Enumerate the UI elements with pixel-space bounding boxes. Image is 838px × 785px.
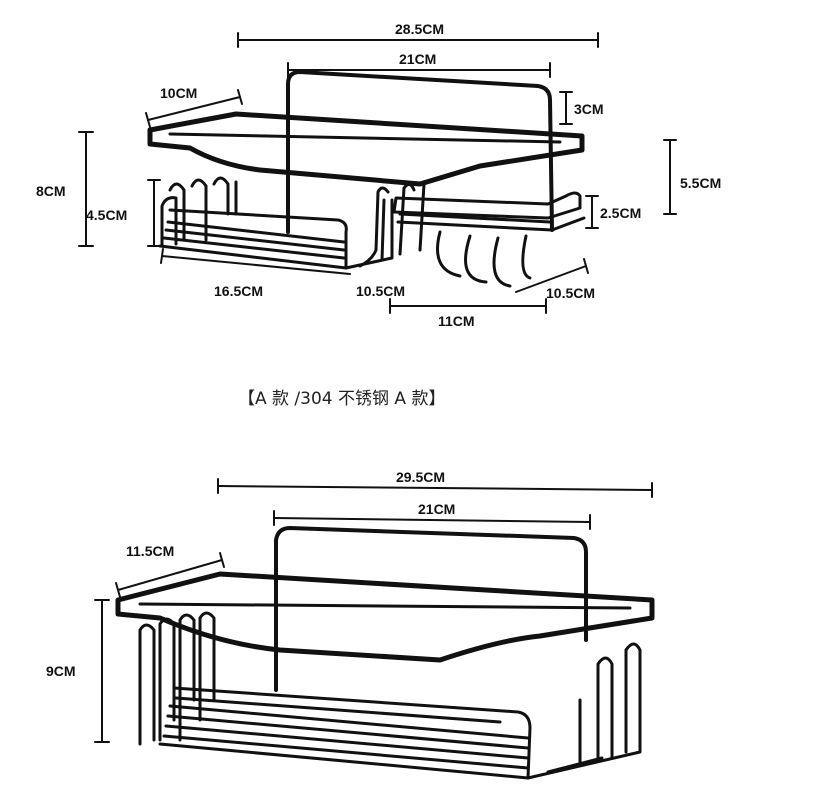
product-a-top-frame bbox=[147, 111, 585, 187]
dim-a-soap-depth: 10.5CM bbox=[546, 285, 595, 301]
product-b-back-bracket bbox=[274, 526, 588, 692]
product-b-top-frame bbox=[115, 571, 655, 663]
dim-a-basket-length: 16.5CM bbox=[214, 283, 263, 299]
product-a-drawing bbox=[78, 32, 677, 314]
product-a-dimension-lines bbox=[78, 32, 677, 314]
dim-b-total-width: 29.5CM bbox=[396, 469, 445, 485]
product-a-soap-dish bbox=[392, 191, 586, 288]
dim-a-back-height: 3CM bbox=[574, 101, 604, 117]
product-b-dimension-lines bbox=[94, 478, 653, 743]
dim-a-soap-height: 2.5CM bbox=[600, 205, 641, 221]
dim-a-soap-length: 11CM bbox=[438, 313, 475, 329]
product-a-dimension-labels: 28.5CM 21CM 10CM 3CM 8CM 4.5CM 5.5CM 2.5… bbox=[36, 21, 721, 329]
product-b-basket bbox=[138, 611, 642, 780]
dim-a-back-width: 21CM bbox=[399, 51, 436, 67]
product-a-caption: 【A 款 /304 不锈钢 A 款】 bbox=[238, 389, 446, 409]
dim-a-total-width: 28.5CM bbox=[395, 21, 444, 37]
dim-b-depth: 11.5CM bbox=[126, 543, 174, 559]
dim-a-depth: 10CM bbox=[160, 85, 197, 101]
product-b-drawing bbox=[94, 478, 655, 780]
dim-a-total-height: 8CM bbox=[36, 183, 66, 199]
product-b-dimension-labels: 29.5CM 21CM 11.5CM 9CM bbox=[46, 469, 455, 679]
dim-b-back-width: 21CM bbox=[418, 501, 455, 517]
dim-a-basket-depth: 10.5CM bbox=[356, 283, 405, 299]
dim-a-side-height: 5.5CM bbox=[680, 175, 721, 191]
dim-a-basket-height: 4.5CM bbox=[86, 207, 127, 223]
dim-b-height: 9CM bbox=[46, 663, 76, 679]
product-a-back-bracket bbox=[286, 70, 554, 234]
product-a-main-basket bbox=[158, 176, 426, 270]
